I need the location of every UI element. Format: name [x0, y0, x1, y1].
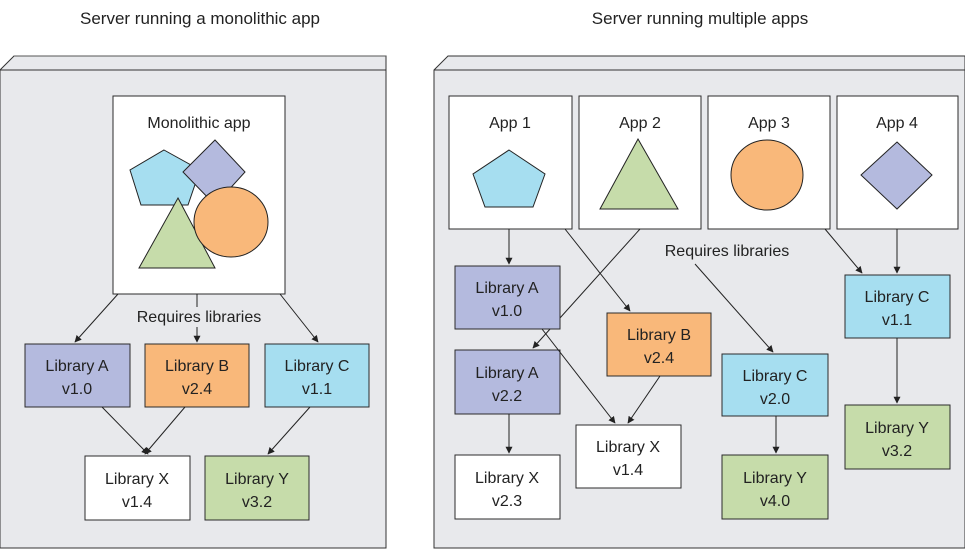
- left-requires-label: Requires libraries: [137, 309, 262, 326]
- app-label: App 2: [619, 115, 661, 132]
- left-library-x: Library X v1.4: [84, 455, 191, 521]
- app-label: App 3: [748, 115, 790, 132]
- library-version: v1.0: [62, 381, 92, 398]
- left-server-box: [0, 55, 387, 549]
- app-3-box: App 3: [707, 95, 831, 230]
- circle-icon: [730, 139, 804, 211]
- app-2-box: App 2: [578, 95, 702, 230]
- left-dependency-arrows: [101, 406, 311, 455]
- library-version: v3.2: [882, 443, 912, 460]
- right-library-y-v4-0: Library Y v4.0: [721, 454, 829, 520]
- right-library-c-v2-0: Library C v2.0: [721, 353, 829, 417]
- library-version: v3.2: [242, 494, 272, 511]
- app-label: App 4: [876, 115, 918, 132]
- app-label: App 1: [489, 115, 531, 132]
- right-library-a-v1-0: Library A v1.0: [454, 265, 561, 330]
- left-library-a: Library A v1.0: [24, 343, 131, 408]
- library-name: Library C: [743, 368, 808, 385]
- library-version: v2.3: [492, 493, 522, 510]
- app-1-box: App 1: [448, 95, 573, 230]
- right-requires-label: Requires libraries: [665, 243, 790, 260]
- library-name: Library X: [475, 470, 539, 487]
- library-name: Library A: [475, 280, 538, 297]
- library-name: Library A: [45, 358, 108, 375]
- app-4-box: App 4: [836, 95, 959, 230]
- right-library-c-v1-1: Library C v1.1: [844, 274, 951, 339]
- monolithic-app-label: Monolithic app: [147, 115, 250, 132]
- library-name: Library A: [475, 365, 538, 382]
- library-version: v2.0: [760, 391, 790, 408]
- left-library-y: Library Y v3.2: [204, 455, 310, 521]
- right-library-x-v2-3: Library X v2.3: [454, 454, 561, 520]
- right-panel-title: Server running multiple apps: [592, 9, 808, 28]
- library-version: v1.4: [613, 462, 643, 479]
- library-name: Library Y: [743, 470, 807, 487]
- monolithic-app-box: Monolithic app: [112, 95, 286, 295]
- library-name: Library X: [596, 439, 660, 456]
- library-name: Library Y: [225, 471, 289, 488]
- triangle-icon: [599, 137, 679, 210]
- library-version: v2.4: [182, 381, 212, 398]
- library-name: Library X: [105, 471, 169, 488]
- library-version: v4.0: [760, 493, 790, 510]
- pentagon-icon: [472, 149, 546, 208]
- library-version: v1.4: [122, 494, 152, 511]
- library-name: Library B: [627, 327, 691, 344]
- library-name: Library C: [285, 358, 350, 375]
- library-name: Library B: [165, 358, 229, 375]
- library-version: v1.1: [302, 381, 332, 398]
- left-panel-title: Server running a monolithic app: [80, 9, 320, 28]
- right-library-x-v1-4: Library X v1.4: [575, 424, 682, 489]
- right-library-a-v2-2: Library A v2.2: [454, 349, 561, 415]
- library-version: v2.2: [492, 388, 522, 405]
- diamond-icon: [860, 141, 933, 210]
- right-dependency-arrows: [505, 328, 901, 454]
- library-version: v2.4: [644, 350, 674, 367]
- left-server-panel: [0, 55, 387, 549]
- library-name: Library Y: [865, 420, 929, 437]
- circle-icon: [193, 186, 269, 258]
- left-library-c: Library C v1.1: [264, 343, 370, 408]
- library-version: v1.1: [882, 312, 912, 329]
- right-requires-arrows: [505, 228, 901, 353]
- library-version: v1.0: [492, 303, 522, 320]
- left-library-b: Library B v2.4: [144, 343, 250, 408]
- right-library-y-v3-2: Library Y v3.2: [844, 404, 951, 470]
- library-name: Library C: [865, 289, 930, 306]
- right-library-b-v2-4: Library B v2.4: [606, 312, 712, 377]
